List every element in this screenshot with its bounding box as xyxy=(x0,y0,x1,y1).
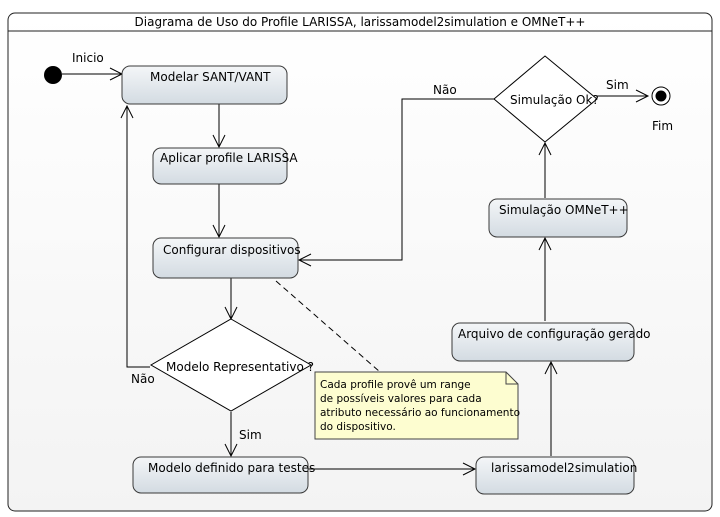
arrowhead-decision-sim-definido xyxy=(224,443,238,458)
node-larissamodel2simulation-label: larissamodel2simulation xyxy=(491,461,637,475)
start-node xyxy=(44,66,62,84)
label-inicio: Inicio xyxy=(72,51,104,65)
note: Cada profile provê um range de possíveis… xyxy=(314,371,520,440)
note-line-1: Cada profile provê um range xyxy=(320,379,471,391)
label-nao-representativo: Não xyxy=(131,372,155,386)
decision-simulacao-ok: Simulação Ok? xyxy=(493,55,599,143)
label-sim-representativo: Sim xyxy=(239,428,262,442)
note-line-4: do dispositivo. xyxy=(320,421,396,433)
label-fim: Fim xyxy=(652,119,673,133)
node-aplicar-label: Aplicar profile LARISSA xyxy=(160,151,298,165)
decision-modelo-representativo: Modelo Representativo ? xyxy=(149,318,314,412)
arrowhead-arquivo-omnet xyxy=(538,236,552,251)
node-arquivo-config: Arquivo de configuração gerado xyxy=(451,322,651,362)
arrowhead-definido-larissa xyxy=(462,462,477,476)
node-simulacao-omnet-label: Simulação OMNeT++ xyxy=(499,203,629,217)
arrowhead-aplicar-configurar xyxy=(212,224,226,239)
arrowhead-ok-nao-configurar xyxy=(297,253,312,267)
arrowhead-decision-nao-modelar xyxy=(120,104,134,119)
node-arquivo-config-label: Arquivo de configuração gerado xyxy=(458,327,651,341)
arrowhead-ok-sim-fim xyxy=(635,89,650,103)
end-node-inner xyxy=(655,90,667,102)
diagram-title: Diagrama de Uso do Profile LARISSA, lari… xyxy=(135,15,586,29)
node-configurar-label: Configurar dispositivos xyxy=(163,243,301,257)
node-larissamodel2simulation: larissamodel2simulation xyxy=(475,456,637,495)
node-modelar-label: Modelar SANT/VANT xyxy=(150,70,271,84)
arrowhead-larissa-arquivo xyxy=(544,360,558,375)
label-sim-simulacao: Sim xyxy=(606,78,629,92)
arrowhead-omnet-ok xyxy=(538,141,552,156)
node-modelar: Modelar SANT/VANT xyxy=(121,65,288,105)
note-connector xyxy=(275,280,381,373)
node-modelo-definido-label: Modelo definido para testes xyxy=(148,461,315,475)
node-simulacao-omnet: Simulação OMNeT++ xyxy=(488,198,629,238)
edge-ok-nao-configurar xyxy=(299,98,494,261)
decision-modelo-representativo-label: Modelo Representativo ? xyxy=(166,360,314,374)
note-line-2: de possíveis valores para cada xyxy=(320,393,482,405)
note-line-3: atributo necessário ao funcionamento xyxy=(320,407,520,419)
node-aplicar: Aplicar profile LARISSA xyxy=(152,147,298,185)
label-nao-simulacao: Não xyxy=(433,83,457,97)
node-modelo-definido: Modelo definido para testes xyxy=(132,456,315,494)
edge-decision-nao-modelar xyxy=(126,106,150,368)
decision-simulacao-ok-label: Simulação Ok? xyxy=(510,93,599,107)
diagram-frame xyxy=(7,12,713,512)
arrowhead-modelar-aplicar xyxy=(212,134,226,149)
node-configurar: Configurar dispositivos xyxy=(152,237,301,279)
